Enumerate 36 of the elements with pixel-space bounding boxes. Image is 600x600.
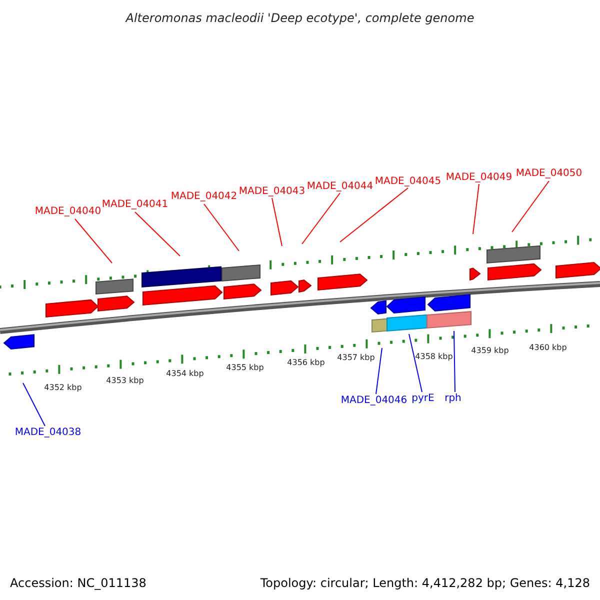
gene-label: MADE_04049: [446, 171, 512, 184]
leader-line: [22, 382, 46, 426]
leader-line: [340, 188, 408, 242]
gene-label: MADE_04040: [34, 205, 102, 218]
gene-label: MADE_04046: [340, 394, 408, 407]
leader-line: [454, 330, 456, 392]
leader-line: [204, 204, 240, 252]
gene-label: pyrE: [412, 392, 434, 405]
leader-line: [408, 334, 422, 392]
position-label: 4356 kbp: [287, 357, 325, 369]
leader-line: [376, 348, 382, 394]
gene-label: MADE_04050: [516, 167, 582, 180]
gene-label: MADE_04045: [374, 175, 442, 188]
position-label: 4355 kbp: [226, 362, 264, 374]
position-label: 4358 kbp: [415, 351, 453, 363]
leader-line: [272, 198, 282, 246]
position-label: 4352 kbp: [44, 382, 82, 394]
leader-line: [512, 180, 550, 232]
gene-label: MADE_04041: [102, 198, 168, 211]
leader-line: [472, 184, 480, 234]
position-label: 4360 kbp: [529, 342, 567, 354]
position-label: 4359 kbp: [471, 345, 509, 357]
gene-label: MADE_04043: [238, 185, 306, 198]
gene-label: MADE_04044: [306, 180, 374, 193]
footer-text: Accession: NC_011138: [10, 575, 146, 592]
position-label: 4357 kbp: [337, 352, 375, 364]
gene-label: rph: [444, 392, 462, 405]
leader-line: [74, 218, 112, 264]
leader-line: [302, 192, 340, 244]
gene-label: MADE_04042: [170, 190, 238, 203]
gene-label: MADE_04038: [14, 426, 82, 439]
position-label: 4354 kbp: [166, 368, 204, 380]
title: Alteromonas macleodii 'Deep ecotype', complete genome: [124, 10, 476, 27]
position-label: 4353 kbp: [106, 375, 144, 387]
footer-text: Topology: circular; Length: 4,412,282 bp; Genes: 4,128: [260, 575, 590, 592]
leader-line: [134, 212, 180, 256]
